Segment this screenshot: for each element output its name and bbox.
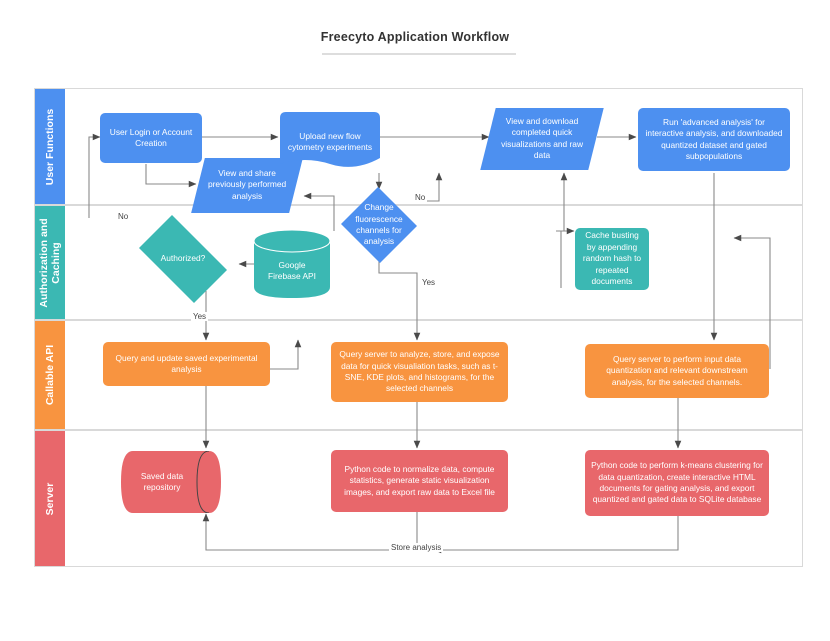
lane-header-server: Server xyxy=(35,431,65,566)
node-saved-repo[interactable]: Saved data repository xyxy=(121,450,221,514)
node-query-update[interactable]: Query and update saved experimental anal… xyxy=(103,342,270,386)
node-python-kmeans[interactable]: Python code to perform k-means clusterin… xyxy=(585,450,769,516)
page-title: Freecyto Application Workflow xyxy=(320,30,510,44)
node-saved-repo-label: Saved data repository xyxy=(140,470,184,492)
edge-label-auth-yes: Yes xyxy=(191,312,209,321)
node-query-update-label: Query and update saved experimental anal… xyxy=(115,352,258,374)
node-firebase-label: Google Firebase API xyxy=(268,259,316,281)
workflow-diagram: User Functions Authorization and Caching… xyxy=(34,88,803,567)
node-firebase[interactable]: Google Firebase API xyxy=(253,229,331,298)
node-query-analyze-label: Query server to analyze, store, and expo… xyxy=(339,349,500,394)
title-underline xyxy=(322,53,516,55)
document-shape xyxy=(280,112,380,167)
cylinder-shape xyxy=(253,229,331,298)
node-user-login[interactable]: User Login or Account Creation xyxy=(100,113,202,163)
lane-header-authorization-and-caching: Authorization and Caching xyxy=(35,206,65,319)
cylinder-horizontal-shape xyxy=(121,450,221,514)
node-query-analyze[interactable]: Query server to analyze, store, and expo… xyxy=(331,342,508,402)
node-advanced-analysis[interactable]: Run 'advanced analysis' for interactive … xyxy=(638,108,790,171)
node-view-share-label: View and share previously performed anal… xyxy=(207,168,287,202)
node-view-download[interactable]: View and download completed quick visual… xyxy=(480,108,604,170)
node-upload-label: Upload new flow cytometry experiments xyxy=(287,130,373,152)
node-change-channels-label: Change fluorescence channels for analysi… xyxy=(355,202,403,247)
node-view-download-label: View and download completed quick visual… xyxy=(501,116,583,161)
node-python-normalize-label: Python code to normalize data, compute s… xyxy=(344,463,495,497)
node-advanced-analysis-label: Run 'advanced analysis' for interactive … xyxy=(645,116,783,161)
edge-label-channels-yes: Yes xyxy=(420,278,438,287)
node-upload[interactable]: Upload new flow cytometry experiments xyxy=(280,112,380,172)
node-python-kmeans-label: Python code to perform k-means clusterin… xyxy=(591,460,763,505)
edge-label-store-analysis: Store analysis xyxy=(389,543,444,552)
node-query-quantize-label: Query server to perform input data quant… xyxy=(606,353,748,387)
edge-label-channels-no: No xyxy=(413,193,428,202)
node-authorized-label: Authorized? xyxy=(160,253,206,264)
edge-label-auth-no: No xyxy=(116,212,131,221)
node-authorized[interactable]: Authorized? xyxy=(128,215,238,303)
node-cache-busting-label: Cache busting by appending random hash t… xyxy=(582,230,642,287)
node-cache-busting[interactable]: Cache busting by appending random hash t… xyxy=(575,228,649,290)
lane-header-callable-api: Callable API xyxy=(35,321,65,429)
node-python-normalize[interactable]: Python code to normalize data, compute s… xyxy=(331,450,508,512)
node-query-quantize[interactable]: Query server to perform input data quant… xyxy=(585,344,769,398)
lane-authorization-and-caching: Authorization and Caching xyxy=(34,205,803,320)
lane-header-user-functions: User Functions xyxy=(35,89,65,204)
node-user-login-label: User Login or Account Creation xyxy=(109,126,193,148)
node-change-channels[interactable]: Change fluorescence channels for analysi… xyxy=(340,187,418,263)
